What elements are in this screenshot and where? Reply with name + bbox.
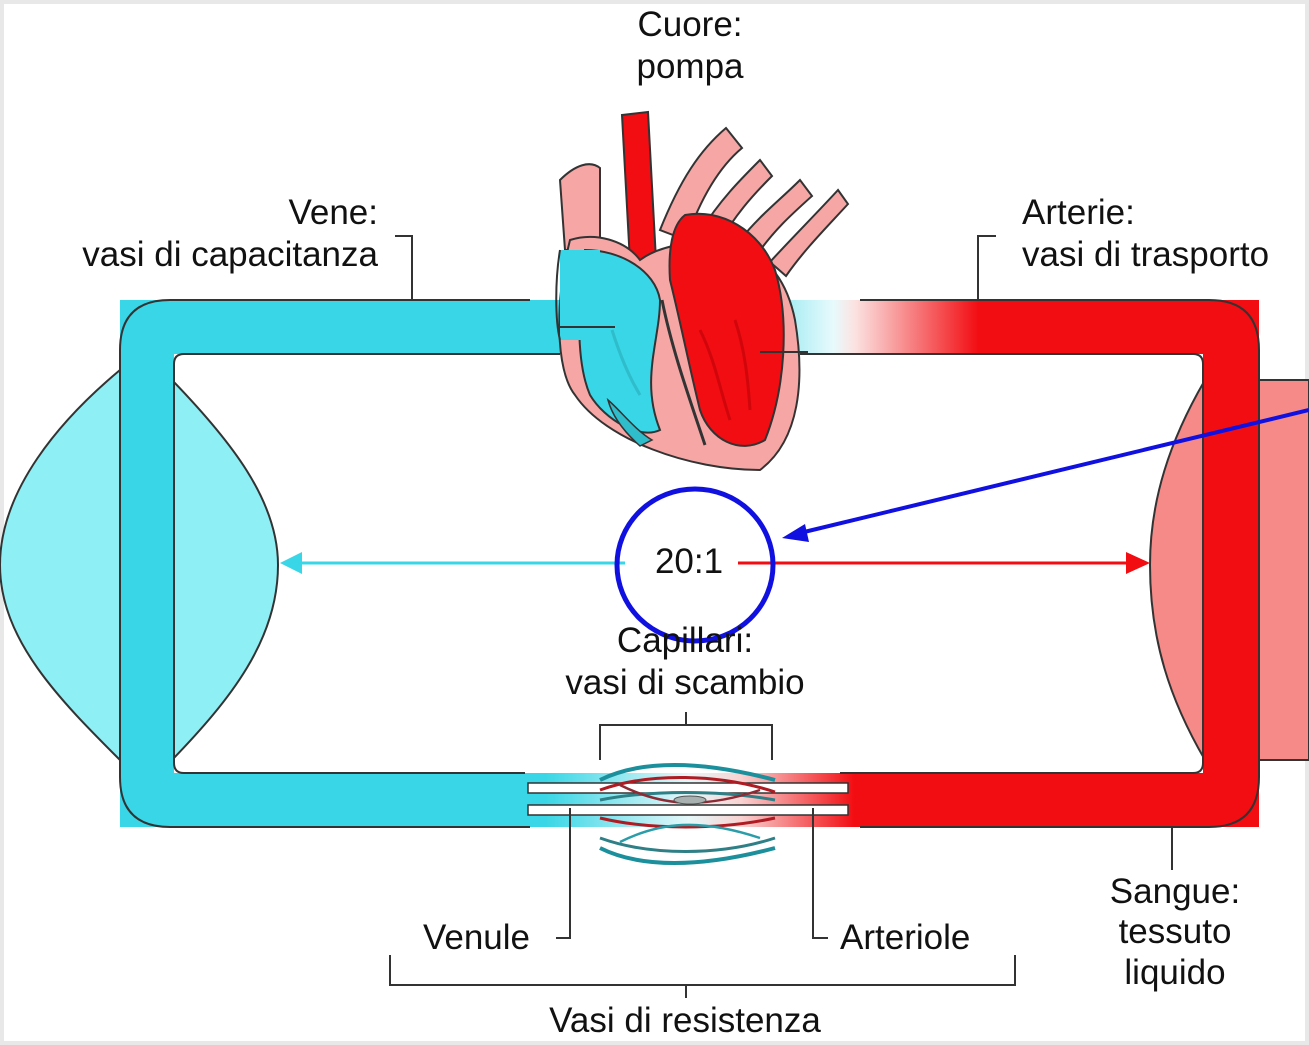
callout-veins-line [395, 236, 412, 300]
venules-label: Venule [380, 917, 530, 959]
resistance-vessels-label: Vasi di resistenza [480, 1000, 890, 1042]
blood-label-line3: liquido [1075, 953, 1275, 993]
artery-vertical [1203, 300, 1259, 827]
heart-label-line1: Cuore: [600, 4, 780, 46]
resistance-bracket [390, 955, 1015, 985]
ratio-label: 20:1 [640, 541, 738, 583]
vein-reservoir-bulge [0, 370, 120, 760]
blood-label-line2: tessuto [1075, 912, 1275, 952]
capillaries-label: Capillari: vasi di scambio [520, 620, 850, 704]
capillaries-label-line2: vasi di scambio [520, 662, 850, 704]
blood-label: Sangue: tessuto liquido [1075, 872, 1275, 993]
ratio-arrow-left-head [280, 552, 302, 574]
ratio-arrow-right-head [1126, 552, 1150, 574]
veins-label-line1: Vene: [0, 192, 378, 234]
arrow-pointer-head-icon [782, 524, 809, 542]
vein-vertical [120, 300, 174, 827]
arteries-label: Arterie: vasi di trasporto [1022, 192, 1269, 276]
callout-venules-line [556, 808, 570, 938]
veins-label: Vene: vasi di capacitanza [0, 192, 378, 276]
heart-label: Cuore: pompa [600, 4, 780, 88]
veins-label-line2: vasi di capacitanza [0, 234, 378, 276]
callout-arterioles-line [813, 808, 828, 938]
vein-reservoir-inner [172, 380, 278, 760]
arteries-label-line2: vasi di trasporto [1022, 234, 1269, 276]
capillaries-label-line1: Capillari: [520, 620, 850, 662]
arterioles-label: Arteriole [840, 917, 970, 959]
arteries-label-line1: Arterie: [1022, 192, 1269, 234]
arteriole-venule-tube-lower [528, 805, 848, 815]
blood-label-line1: Sangue: [1075, 872, 1275, 912]
capillaries-bracket [600, 725, 772, 760]
callout-arteries-line [978, 236, 996, 300]
heart-label-line2: pompa [600, 46, 780, 88]
heart-icon [556, 112, 848, 470]
